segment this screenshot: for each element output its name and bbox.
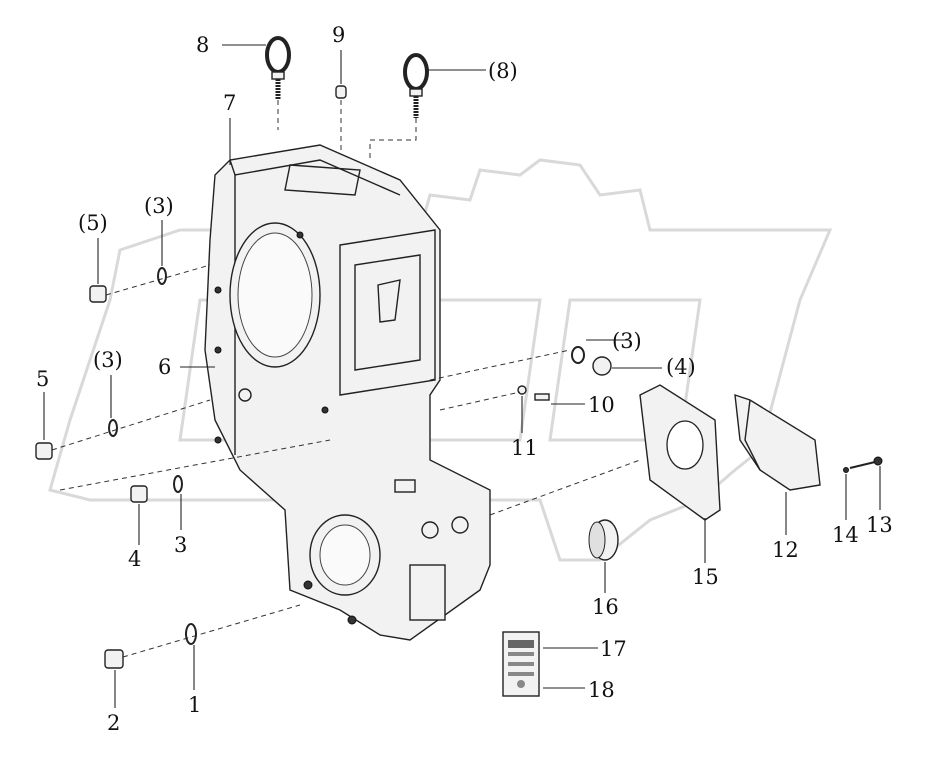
eye-bolt-right [369,53,429,160]
callout-3-ref-upper: (3) [144,194,174,218]
eye-bolt-left [265,36,291,130]
nameplate-17-18 [502,631,540,697]
callout-4: 4 [128,547,141,571]
ring-3-lower [173,475,183,493]
callout-4-ref: (4) [666,355,696,379]
callout-labels: 8 9 (8) 7 (5) (3) (3) (3) (4) 5 6 10 11 … [36,23,893,735]
leader-lines [43,44,881,708]
cover-12 [734,393,821,491]
callout-3-ref-middle: (3) [93,348,123,372]
plug-4 [59,439,331,503]
ring-3-upper [157,267,167,285]
cover-plate-15 [489,384,721,521]
ring-1 [185,623,197,645]
callout-10: 10 [588,393,615,417]
callout-7: 7 [223,91,236,115]
callout-17: 17 [600,637,627,661]
callout-2: 2 [107,711,120,735]
callout-14: 14 [832,523,859,547]
plug-2 [104,604,301,669]
callout-3-ref-right: (3) [612,329,642,353]
callout-11: 11 [511,436,538,460]
callout-18: 18 [588,678,615,702]
bolt-13-washer-14 [843,456,883,473]
callout-1: 1 [188,693,201,717]
ring-3-middle [108,419,118,437]
cap-16 [588,519,619,561]
callout-15: 15 [692,565,719,589]
plug-4-right [592,356,612,376]
callout-3: 3 [174,533,187,557]
plug-5-lower [35,399,211,460]
callout-16: 16 [592,595,619,619]
callout-5-ref: (5) [78,211,108,235]
callout-6: 6 [158,355,171,379]
transmission-housing [204,144,491,641]
callout-8: 8 [196,33,209,57]
callout-12: 12 [772,538,799,562]
ring-3-right [429,346,585,381]
fitting-10-11 [439,385,550,411]
callout-8-ref: (8) [488,59,518,83]
callout-13: 13 [866,513,893,537]
callout-5: 5 [36,367,49,391]
callout-9: 9 [332,23,345,47]
plug-5-upper [89,264,211,303]
